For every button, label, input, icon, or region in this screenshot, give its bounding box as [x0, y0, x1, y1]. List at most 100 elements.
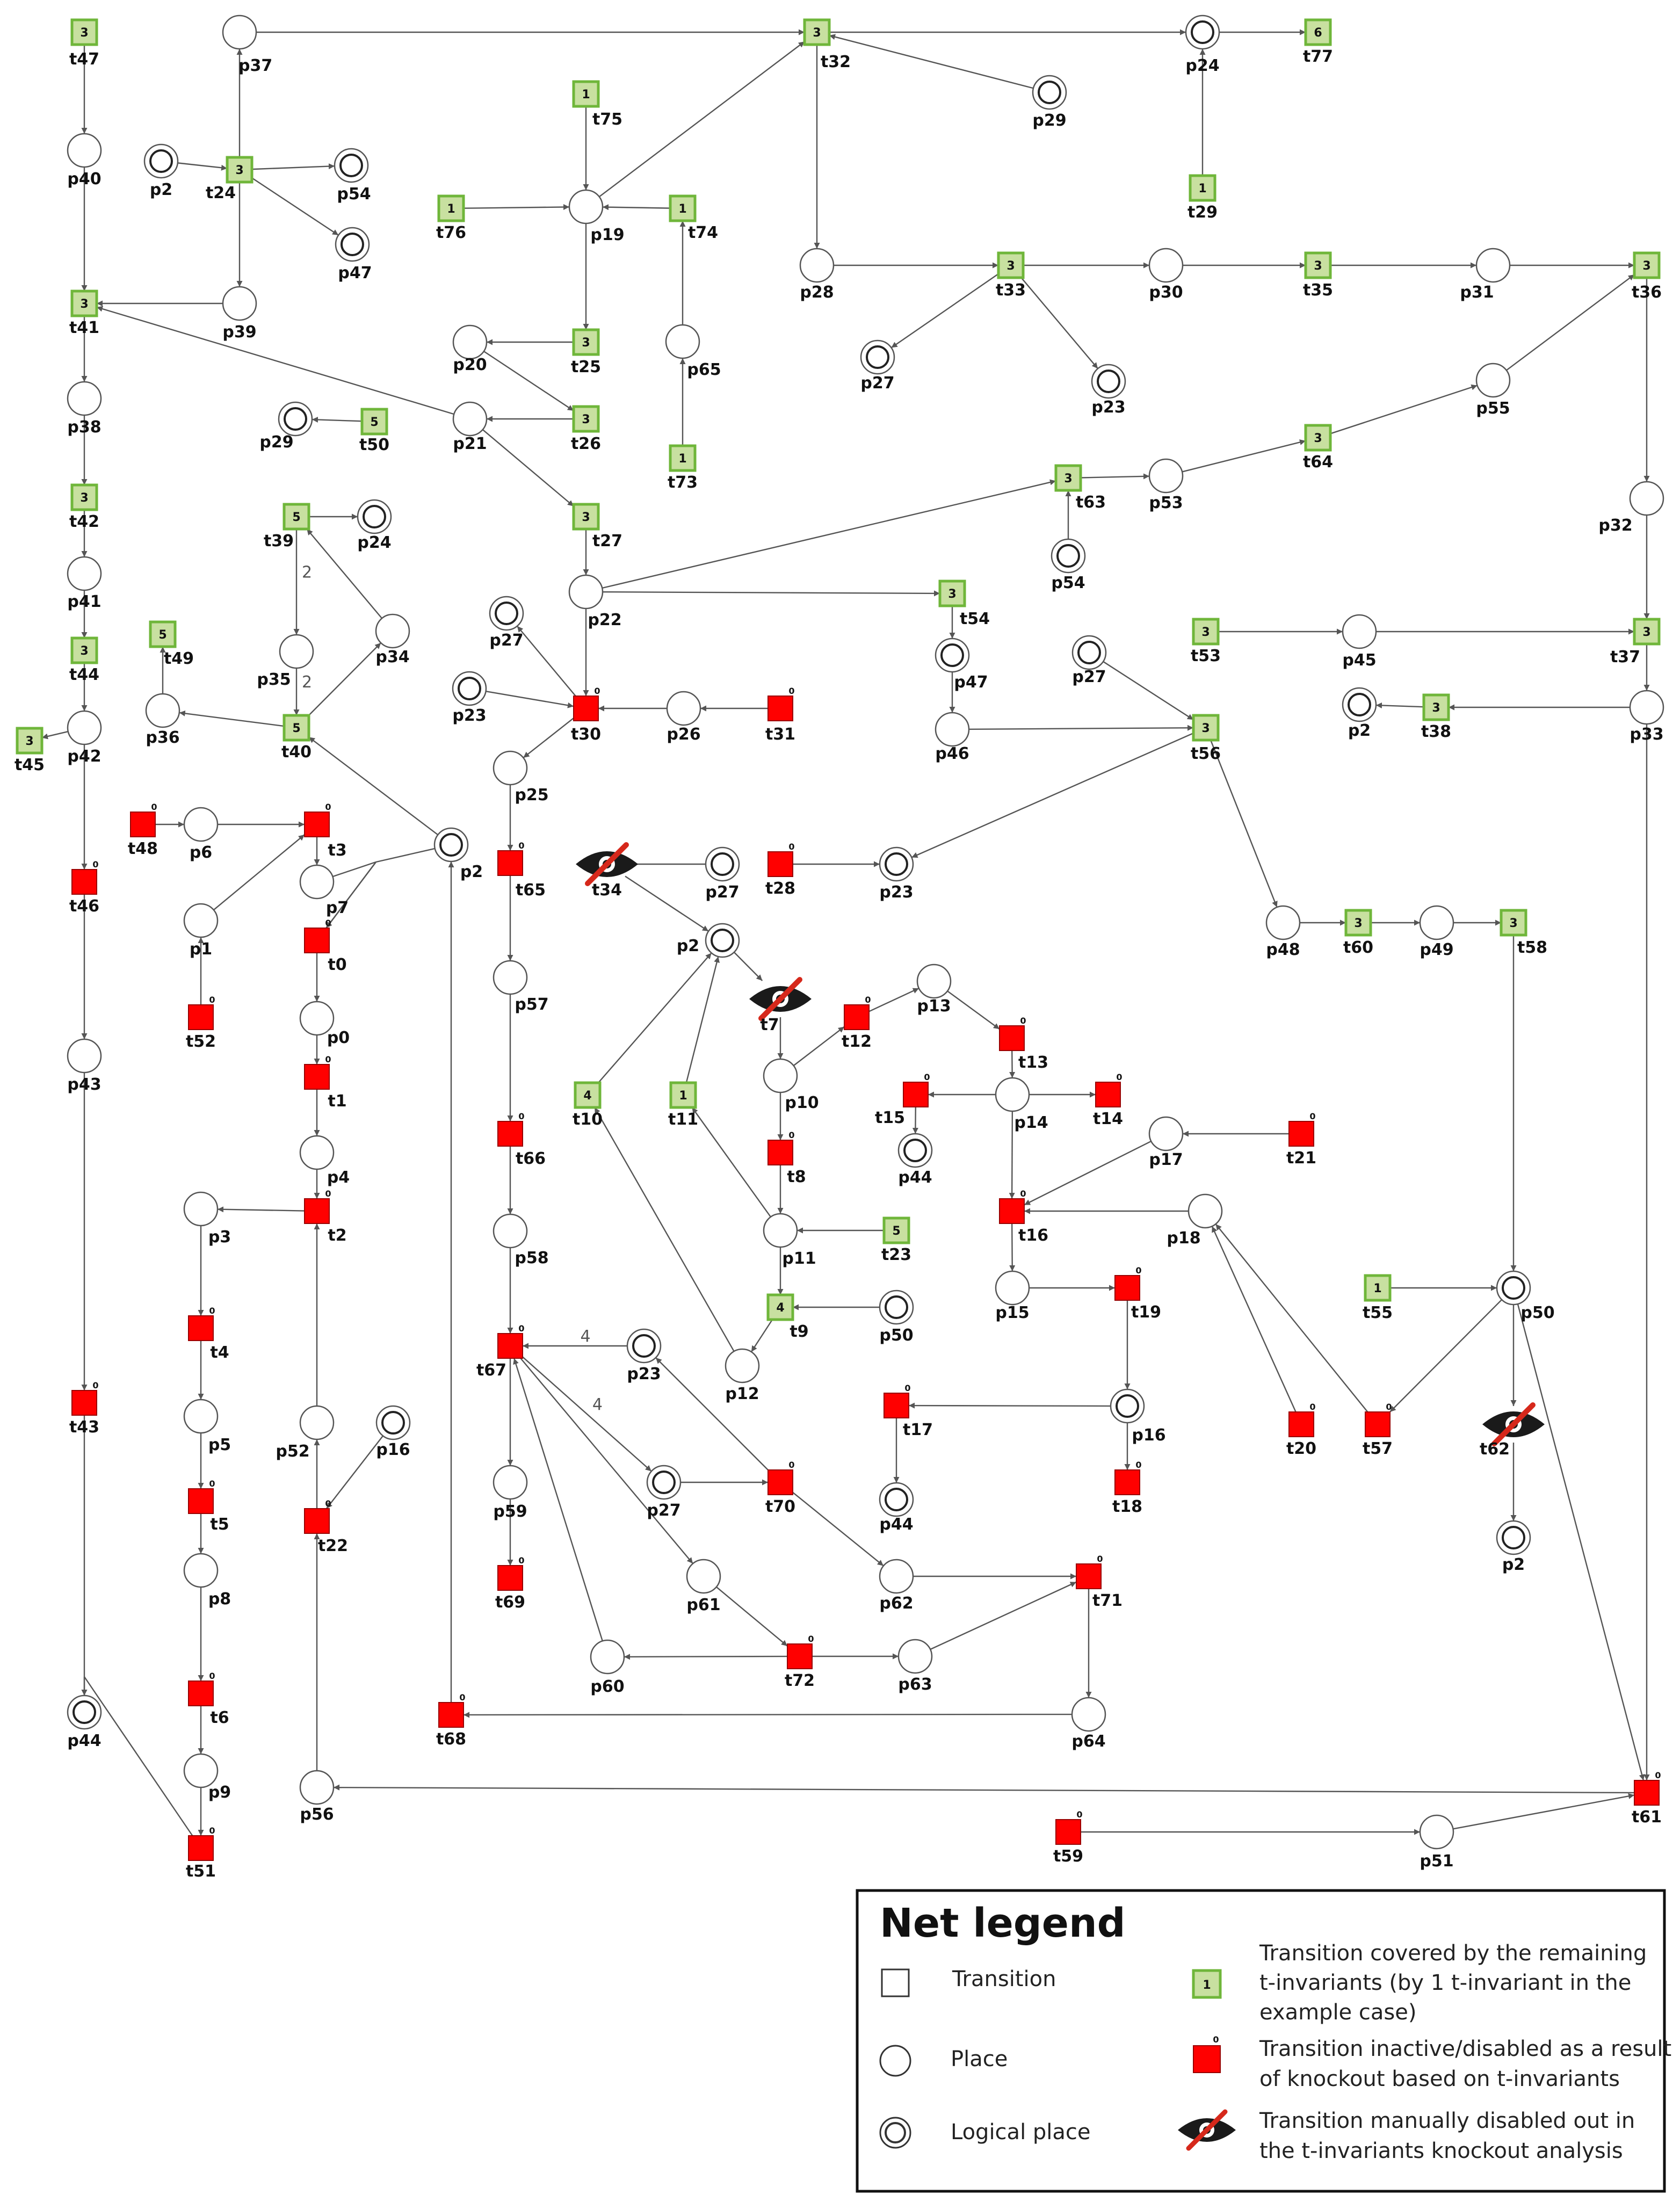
arc-p2_b-t0	[325, 861, 376, 929]
node-label: p53	[1149, 494, 1183, 512]
node-label: p27	[1072, 668, 1106, 686]
logical-place-p27: p27	[705, 846, 740, 902]
transition-box	[188, 1004, 214, 1030]
invariant-count: 1	[678, 202, 686, 216]
invariant-count: 3	[25, 735, 33, 748]
transition-t0: 0t0	[304, 918, 347, 974]
transition-box	[1288, 1121, 1314, 1147]
invariant-count: 1	[1198, 182, 1206, 195]
transition-box	[572, 503, 600, 531]
logical-place-ring	[341, 233, 364, 256]
node-label: p29	[259, 433, 293, 452]
legend-place-symbol	[879, 2045, 911, 2077]
place-circle	[299, 1001, 335, 1036]
node-label: p32	[1598, 516, 1632, 535]
node-label: p50	[1520, 1303, 1554, 1322]
arc-t67-p61	[520, 1358, 693, 1564]
green-square-icon: 1	[1192, 1969, 1222, 1999]
logical-place-ring	[903, 1139, 927, 1162]
transition-box	[304, 928, 330, 953]
invariant-count: 5	[370, 416, 378, 429]
arc-t40-p34	[308, 642, 381, 716]
place-p63: p63	[897, 1639, 933, 1694]
arc-p13-t13	[947, 990, 1000, 1030]
node-label: p29	[1032, 111, 1066, 130]
node-label: t52	[186, 1032, 216, 1051]
place-p20: p20	[452, 324, 488, 374]
place-circle	[1629, 690, 1664, 725]
node-label: p25	[515, 786, 548, 805]
logical-place-ring	[711, 852, 734, 876]
arc-p53-t64	[1182, 439, 1306, 473]
legend-place-label: Place	[951, 2047, 1008, 2071]
logical-place-p54: p54	[334, 148, 371, 204]
node-label: p44	[67, 1732, 101, 1750]
node-label: t26	[571, 434, 601, 453]
logical-place-ring	[1502, 1276, 1525, 1300]
place-circle	[1419, 1814, 1454, 1850]
place-circle	[686, 1559, 721, 1594]
arc-weight: 2	[302, 563, 312, 582]
transition-t3: 0t3	[304, 802, 347, 860]
arc-p16_a-t22	[325, 1435, 383, 1509]
arc-p29_b-t32	[829, 34, 1034, 89]
net-legend: Net legend Transition Place Logical plac…	[856, 1889, 1671, 2193]
node-label: t24	[206, 184, 236, 202]
place-circle	[452, 401, 488, 437]
logical-place-p50: p50	[879, 1290, 914, 1345]
node-label: p3	[208, 1228, 231, 1247]
transition-box	[1114, 1469, 1140, 1495]
logical-place-ring	[1097, 370, 1120, 393]
node-label: p43	[67, 1075, 101, 1094]
legend-transition-symbol	[881, 1968, 910, 1997]
place-circle	[665, 324, 700, 359]
transition-t6: 0t6	[188, 1671, 229, 1727]
logical-place-p44: p44	[897, 1133, 933, 1187]
node-label: t22	[318, 1537, 348, 1555]
transition-box	[1422, 693, 1450, 721]
invariant-count: 0	[1135, 1265, 1141, 1276]
node-label: p44	[879, 1515, 913, 1534]
invariant-count: 5	[892, 1225, 900, 1238]
place-p17: p17	[1148, 1116, 1184, 1169]
node-label: t49	[164, 649, 194, 668]
arc-weight: 4	[592, 1395, 603, 1414]
node-label: t54	[960, 610, 990, 628]
transition-box	[437, 194, 465, 222]
logical-place-p27: p27	[646, 1465, 682, 1520]
place-p58: p58	[493, 1213, 549, 1267]
transition-box	[360, 408, 388, 436]
arc-p1-t3	[213, 834, 305, 911]
arc-p46-t56	[968, 725, 1194, 731]
transition-box	[16, 727, 44, 755]
place-p28: p28	[799, 248, 835, 302]
node-label: t4	[210, 1343, 229, 1362]
place-circle	[897, 1639, 933, 1674]
node-label: t23	[881, 1245, 911, 1264]
node-label: t73	[668, 473, 698, 492]
node-label: t77	[1303, 47, 1333, 66]
invariant-count: 0	[1386, 1402, 1392, 1412]
node-label: t53	[1191, 647, 1221, 665]
transition-t9: 4t9	[766, 1293, 809, 1341]
node-label: t51	[186, 1862, 216, 1881]
invariant-count: 0	[808, 1634, 814, 1644]
invariant-count: 0	[518, 1555, 524, 1566]
transition-box	[70, 289, 98, 317]
node-label: t69	[495, 1593, 525, 1612]
transition-box	[1189, 174, 1216, 202]
logical-place-ring	[495, 602, 518, 625]
node-label: p27	[489, 631, 523, 650]
place-p39: p39	[222, 286, 257, 342]
